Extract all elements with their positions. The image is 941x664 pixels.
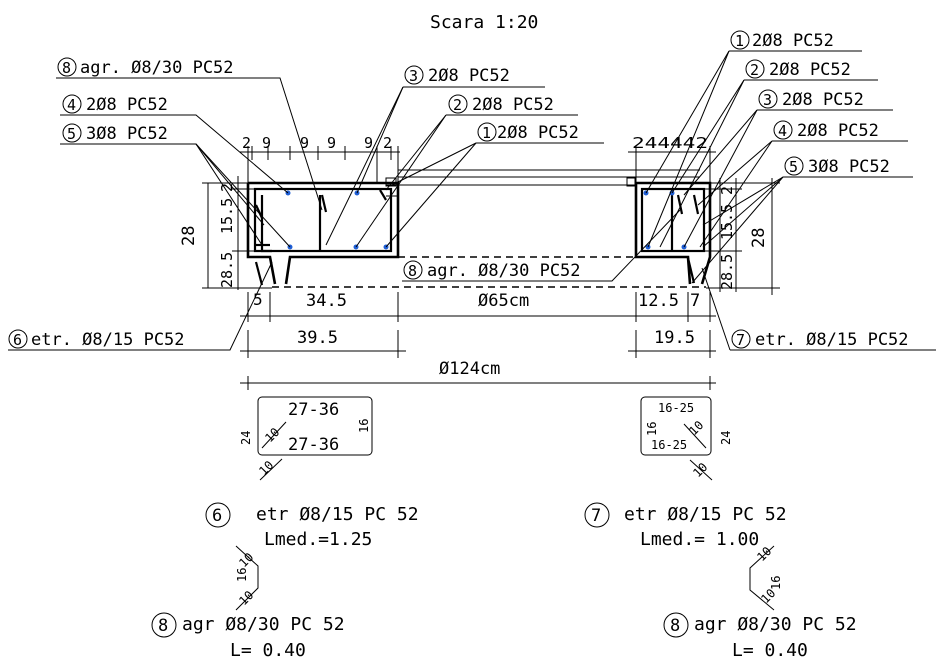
svg-text:10: 10 <box>262 425 282 445</box>
left-labels: 8 agr. Ø8/30 PC52 4 2Ø8 PC52 5 3Ø8 PC52 … <box>56 57 604 248</box>
svg-text:3: 3 <box>409 67 418 85</box>
dim-bot-12-5: 12.5 <box>638 291 679 311</box>
label-left-8-agr: agr. Ø8/30 PC52 <box>80 58 234 78</box>
shape8-left-title: agr Ø8/30 PC 52 <box>182 614 345 635</box>
left-bar-dots <box>285 190 389 250</box>
dim-bot-7: 7 <box>690 291 700 311</box>
dim-bot-d65: Ø65cm <box>478 291 529 311</box>
label-right-2: 2Ø8 PC52 <box>769 60 851 80</box>
shape6-bottom-dim: 27-36 <box>288 435 339 455</box>
svg-text:4: 4 <box>778 122 787 140</box>
dim-right-2: 2 <box>718 186 736 195</box>
label-left-4: 2Ø8 PC52 <box>86 95 168 115</box>
svg-text:16: 16 <box>769 576 783 590</box>
stirrup-shape-7: 16-25 16-25 16 24 10 10 7 etr Ø8/15 PC 5… <box>584 396 787 550</box>
dim-top-6: 2 <box>383 134 392 152</box>
shape7-bottom-dim: 16-25 <box>651 438 687 452</box>
svg-text:16: 16 <box>357 419 371 433</box>
section-outline <box>246 169 712 288</box>
right-labels: 1 2Ø8 PC52 2 2Ø8 PC52 3 2Ø8 PC52 4 2Ø8 P… <box>645 30 913 284</box>
dim-bot-34-5: 34.5 <box>306 291 347 311</box>
label-left-3: 2Ø8 PC52 <box>428 66 510 86</box>
svg-text:10: 10 <box>256 458 276 478</box>
svg-text:2: 2 <box>750 61 759 79</box>
right-vertical-dimensions: 2 15.5 28.5 28 <box>704 178 780 295</box>
svg-text:3: 3 <box>763 91 772 109</box>
left-vertical-dimensions: 28 15.5 2 28.5 <box>179 176 272 290</box>
right-rebars <box>640 187 706 284</box>
dim-bot-5: 5 <box>253 290 263 309</box>
label-stirrup-7: etr. Ø8/15 PC52 <box>755 330 909 350</box>
dim-top-right: 244442 <box>632 134 708 152</box>
dim-top-1: 2 <box>242 134 251 152</box>
label-left-2: 2Ø8 PC52 <box>472 95 554 115</box>
svg-text:6: 6 <box>13 331 22 349</box>
right-bar-dots <box>643 190 687 250</box>
svg-text:8: 8 <box>62 59 71 77</box>
svg-text:5: 5 <box>67 125 76 143</box>
dim-top-2: 9 <box>262 134 271 152</box>
svg-text:4: 4 <box>67 96 76 114</box>
svg-text:16: 16 <box>645 422 659 436</box>
svg-text:1: 1 <box>482 124 491 142</box>
shape8-right-num: 8 <box>670 616 680 636</box>
scale-title: Scara 1:20 <box>430 12 538 33</box>
dim-right-28-5: 28.5 <box>718 254 736 290</box>
dim-left-28-5: 28.5 <box>218 252 236 288</box>
bottom-dimensions: 5 34.5 Ø65cm 12.5 7 39.5 19.5 Ø124cm <box>240 290 716 390</box>
dim-top-5: 9 <box>364 134 373 152</box>
shape6-length: Lmed.=1.25 <box>264 529 372 550</box>
svg-text:10: 10 <box>236 550 256 570</box>
middle-agr-label: 8 agr. Ø8/30 PC52 <box>402 209 681 282</box>
left-rebars <box>253 187 393 286</box>
label-mid-8-agr: agr. Ø8/30 PC52 <box>427 261 581 281</box>
label-right-4: 2Ø8 PC52 <box>797 121 879 141</box>
shape8-right-length: L= 0.40 <box>732 640 808 661</box>
stirrup-shape-6: 27-36 27-36 24 16 10 10 6 etr Ø8/15 PC 5… <box>205 396 419 550</box>
dim-overall-d124: Ø124cm <box>439 359 500 379</box>
dim-left-2: 2 <box>218 183 236 192</box>
svg-text:7: 7 <box>736 331 745 349</box>
dim-bot-39-5: 39.5 <box>297 328 338 348</box>
shape8-left-length: L= 0.40 <box>230 640 306 661</box>
label-right-5: 3Ø8 PC52 <box>808 157 890 177</box>
svg-text:24: 24 <box>239 431 253 445</box>
dim-left-28: 28 <box>179 226 199 246</box>
svg-text:1: 1 <box>735 32 744 50</box>
label-right-1: 2Ø8 PC52 <box>752 31 834 51</box>
shape6-title: etr Ø8/15 PC 52 <box>256 504 419 525</box>
shape6-num: 6 <box>212 506 222 526</box>
shape7-num: 7 <box>591 506 601 526</box>
label-left-1: 2Ø8 PC52 <box>497 123 579 143</box>
dim-right-28: 28 <box>749 228 769 248</box>
svg-text:16: 16 <box>235 568 249 582</box>
svg-text:24: 24 <box>719 431 733 445</box>
dim-bot-19-5: 19.5 <box>654 328 695 348</box>
svg-text:8: 8 <box>408 262 417 280</box>
svg-text:10: 10 <box>686 418 706 438</box>
agr-shape-8-right: 16 10 10 8 agr Ø8/30 PC 52 L= 0.40 <box>663 544 857 661</box>
label-right-3: 2Ø8 PC52 <box>782 90 864 110</box>
top-dimensions: 2 9 9 9 9 2 244442 <box>240 134 716 183</box>
shape8-right-title: agr Ø8/30 PC 52 <box>694 614 857 635</box>
svg-text:10: 10 <box>236 588 256 608</box>
dim-top-4: 9 <box>327 134 336 152</box>
svg-text:2: 2 <box>453 96 462 114</box>
dim-top-3: 9 <box>300 134 309 152</box>
dim-right-15-5: 15.5 <box>718 204 736 240</box>
label-stirrup-6: etr. Ø8/15 PC52 <box>31 330 185 350</box>
stirrup-labels: 6 etr. Ø8/15 PC52 7 etr. Ø8/15 PC52 <box>8 261 936 351</box>
shape7-length: Lmed.= 1.00 <box>640 529 759 550</box>
dim-left-15-5: 15.5 <box>218 198 236 234</box>
label-left-5: 3Ø8 PC52 <box>86 124 168 144</box>
shape6-top-dim: 27-36 <box>288 400 339 420</box>
svg-text:5: 5 <box>789 158 798 176</box>
shape8-left-num: 8 <box>158 616 168 636</box>
agr-shape-8-left: 16 10 10 8 agr Ø8/30 PC 52 L= 0.40 <box>151 545 345 661</box>
shape7-title: etr Ø8/15 PC 52 <box>624 504 787 525</box>
shape7-top-dim: 16-25 <box>658 401 694 415</box>
